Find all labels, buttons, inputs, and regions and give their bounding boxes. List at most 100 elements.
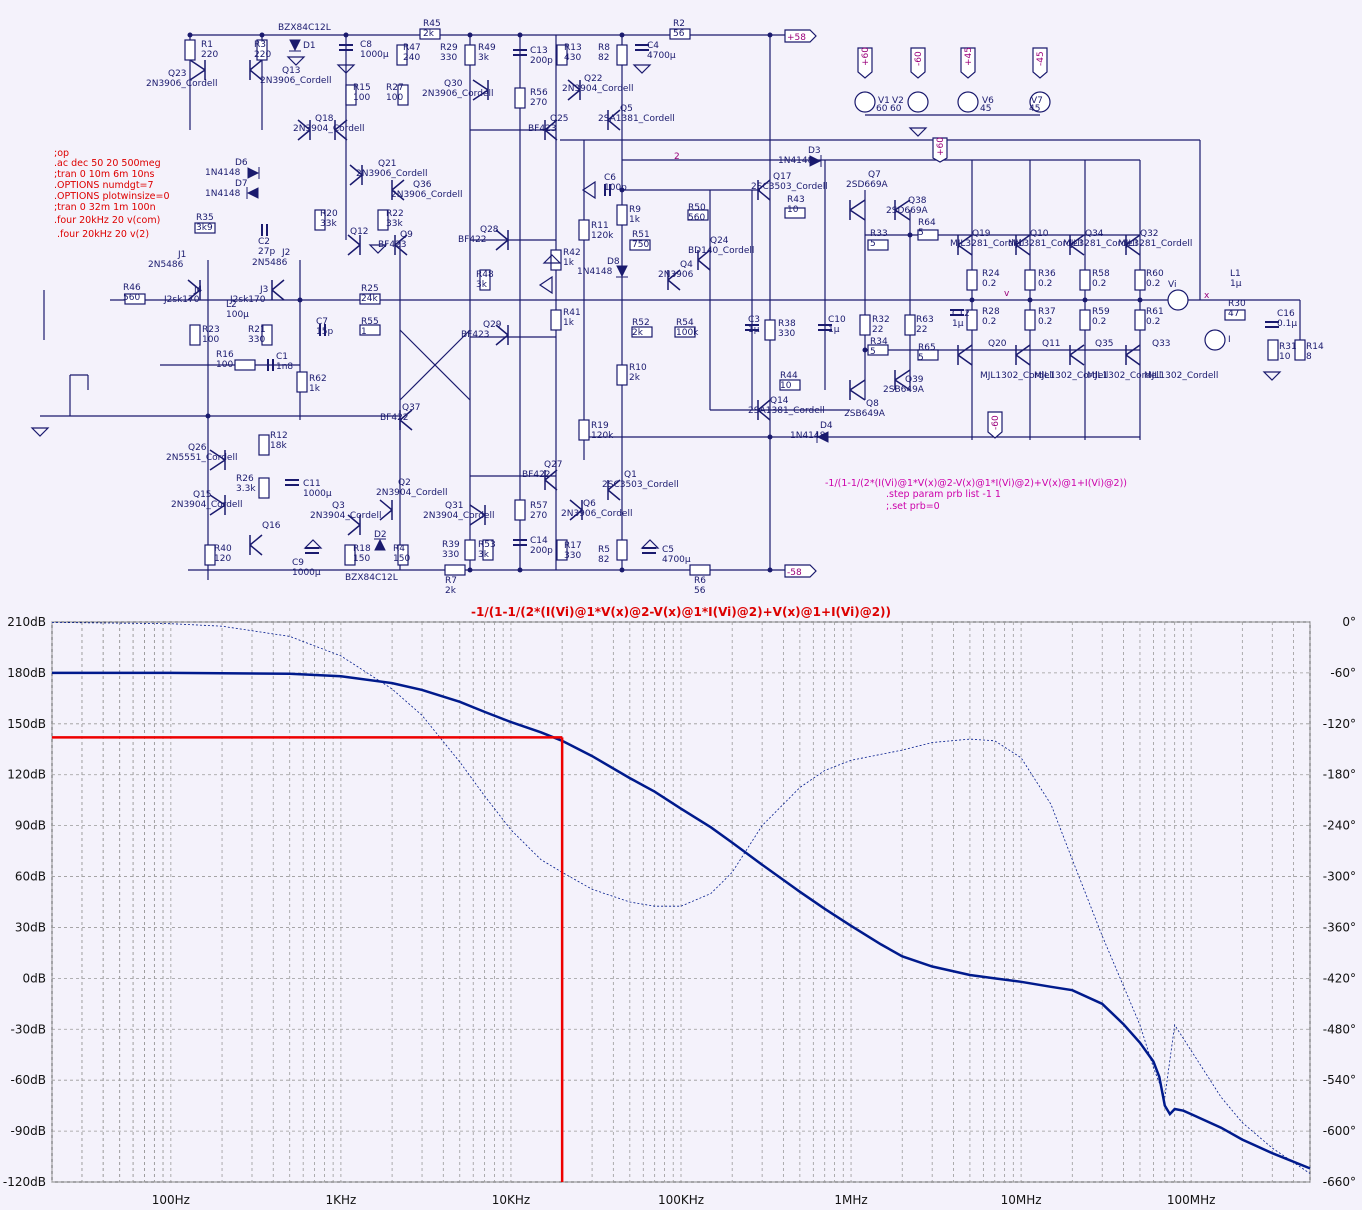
component-ref-c8: C8 [360, 40, 372, 50]
component-ref-q12: Q12 [350, 227, 369, 237]
component-ref-r55: R55 [361, 317, 379, 327]
component-value-q11: MJL1302_Cordell [1034, 371, 1108, 381]
component-value-r59: 0.2 [1092, 317, 1106, 327]
component-value-l2: 100µ [226, 310, 249, 320]
component-value-r16: 100 [216, 360, 233, 370]
component-ref-r28: R28 [982, 307, 1000, 317]
component-value-r38: 330 [778, 329, 795, 339]
component-ref-r24: R24 [982, 269, 1000, 279]
component-value-r64: 5 [918, 228, 924, 238]
component-ref-c12: C12 [952, 309, 970, 319]
component-ref-r64: R64 [918, 218, 936, 228]
y-right-tick-label: -360° [1323, 920, 1356, 934]
component-value-q8: 2SB649A [844, 409, 886, 419]
component-ref-r14: R14 [1306, 342, 1324, 352]
component-value-c8: 1000µ [360, 50, 389, 60]
component-value-r15: 100 [353, 93, 370, 103]
component-value-j2: 2N5486 [252, 258, 288, 268]
component-value-r55: 1 [361, 327, 367, 337]
component-ref-q7: Q7 [868, 170, 881, 180]
component-ref-q6: Q6 [583, 499, 596, 509]
component-ref-c4: C4 [647, 41, 659, 51]
y-left-axis-labels: 210dB180dB150dB120dB90dB60dB30dB0dB-30dB… [3, 615, 46, 1189]
component-value-q39: 2SB649A [883, 385, 925, 395]
component-ref-q3: Q3 [332, 501, 345, 511]
component-ref-q5: Q5 [620, 104, 633, 114]
component-labels: R1220R3220D1BZX84C12LC81000µR47240R452kR… [123, 19, 1324, 596]
net-label-neg58: -58 [787, 568, 802, 578]
component-ref-r9: R9 [629, 205, 641, 215]
component-ref-q16: Q16 [262, 521, 281, 531]
component-ref-r34: R34 [870, 337, 888, 347]
component-value-c14: 200p [530, 546, 553, 556]
net-label-pos60: +60 [861, 47, 871, 66]
component-ref-q14: Q14 [770, 396, 789, 406]
net-flags [784, 29, 1048, 578]
component-ref-r37: R37 [1038, 307, 1056, 317]
component-ref-q26: Q26 [188, 443, 207, 453]
component-value-q37: BF422 [380, 413, 409, 423]
component-value-r41: 1k [563, 318, 575, 328]
component-ref-r10: R10 [629, 363, 647, 373]
component-value-q17: 2SC3503_Cordell [751, 182, 828, 192]
component-ref-q38: Q38 [908, 196, 927, 206]
component-ref-q2: Q2 [398, 478, 411, 488]
net-label-neg60-b: -60 [991, 415, 1001, 430]
component-ref-r17: R17 [564, 541, 582, 551]
component-ref-q22: Q22 [584, 74, 603, 84]
component-value-r30: 47 [1228, 309, 1239, 319]
component-value-c16: 0.1µ [1277, 319, 1297, 329]
component-ref-r22: R22 [386, 209, 404, 219]
component-value-r6: 56 [694, 586, 706, 596]
component-value-c9: 1000µ [292, 568, 321, 578]
component-value-q24: BD140_Cordell [688, 246, 754, 256]
component-ref-r21: R21 [248, 325, 266, 335]
component-ref-r57: R57 [530, 501, 548, 511]
component-ref-c1: C1 [276, 352, 288, 362]
component-ref-q25: Q25 [550, 114, 569, 124]
component-value-q9: BF423 [378, 240, 407, 250]
component-ref-r62: R62 [309, 374, 327, 384]
component-value-c11: 1000µ [303, 489, 332, 499]
component-ref-q15: Q15 [193, 490, 212, 500]
component-ref-r7: R7 [445, 576, 457, 586]
component-ref-r49: R49 [478, 43, 496, 53]
y-right-tick-label: -420° [1323, 971, 1356, 985]
x-tick-label: 10KHz [492, 1193, 530, 1207]
x-tick-label: 1MHz [834, 1193, 867, 1207]
component-ref-v7: V7 [1031, 96, 1043, 106]
component-ref-q31: Q31 [445, 501, 464, 511]
net-label-i: I [1228, 335, 1231, 345]
plot-title: -1/(1-1/(2*(I(Vi)@1*V(x)@2-V(x)@1*I(Vi)@… [471, 605, 891, 619]
y-right-tick-label: -300° [1323, 870, 1356, 884]
component-ref-r23: R23 [202, 325, 220, 335]
component-ref-r11: R11 [591, 221, 609, 231]
net-label-vi: Vi [1168, 280, 1176, 290]
component-value-q36: 2N3906_Cordell [391, 190, 462, 200]
component-ref-r65: R65 [918, 343, 936, 353]
component-value-r24: 0.2 [982, 279, 996, 289]
bode-plot: -1/(1-1/(2*(I(Vi)@1*V(x)@2-V(x)@1*I(Vi)@… [0, 600, 1362, 1210]
component-value-q7: 2SD669A [846, 180, 889, 190]
component-ref-d4: D4 [820, 421, 833, 431]
component-ref-q27: Q27 [544, 460, 563, 470]
component-ref-q10: Q10 [1030, 229, 1049, 239]
component-value-r40: 120 [214, 554, 231, 564]
net-flag-labels: +58 -58 +60 -60 +45 -45 +60 -60 2 x v Vi… [674, 33, 1231, 578]
component-value-r4: 150 [393, 554, 410, 564]
component-value-q18: 2N3904_Cordell [293, 124, 364, 134]
component-ref-r54: R54 [676, 318, 694, 328]
component-value-r28: 0.2 [982, 317, 996, 327]
component-value-q4: 2N3906 [658, 270, 694, 280]
component-value-r53: 3k [478, 550, 490, 560]
component-value-c2: 27p [258, 247, 275, 257]
component-value-r63: 22 [916, 325, 927, 335]
component-value-q15: 2N3904_Cordell [171, 500, 242, 510]
y-right-axis-labels: 0°-60°-120°-180°-240°-300°-360°-420°-480… [1323, 615, 1356, 1189]
component-ref-q33: Q33 [1152, 339, 1171, 349]
component-ref-d6: D6 [235, 158, 248, 168]
component-value-r32: 22 [872, 325, 883, 335]
component-value-j1: 2N5486 [148, 260, 184, 270]
component-ref-r61: R61 [1146, 307, 1164, 317]
component-value-q31: 2N3904_Cordell [423, 511, 494, 521]
